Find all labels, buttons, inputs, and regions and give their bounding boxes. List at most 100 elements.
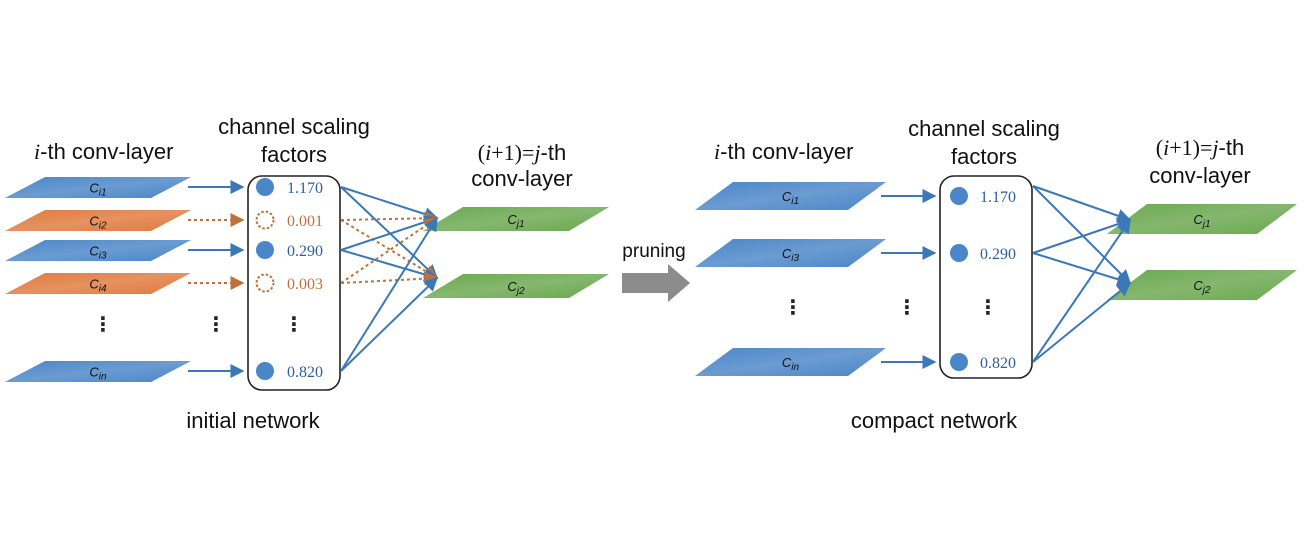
- left-channel-i1-label-sub: i1: [99, 188, 107, 199]
- factor-value: 0.290: [287, 243, 323, 260]
- left-scaling-header-line1: channel scaling: [218, 114, 370, 139]
- pruning-step: pruning: [622, 241, 690, 302]
- factor-circle-icon: [256, 241, 274, 259]
- right-next-channel-j1-label-main: C: [1193, 212, 1203, 227]
- left-channel-i2: Ci2: [5, 210, 191, 232]
- right-channel-i3-texture: [695, 239, 886, 267]
- left-channel-i2-label-main: C: [89, 214, 99, 229]
- factor-circle-icon: [256, 178, 274, 196]
- left-channel-i4: Ci4: [5, 273, 191, 295]
- left-scaling-header-line2: factors: [261, 142, 327, 167]
- right-scaling-factor-box: [939, 175, 1033, 379]
- left-link-4-1: [340, 277, 439, 372]
- right-factor-ellipsis: ⋮: [978, 297, 998, 319]
- left-link-3-0: [340, 217, 439, 284]
- left-arrow-ellipsis: ⋮: [206, 314, 226, 336]
- left-next-channel-j1: Cj1: [423, 207, 609, 231]
- left-channel-i1: Ci1: [5, 177, 191, 199]
- left-next-channel-j1-label-main: C: [507, 212, 517, 227]
- right-channel-in-label-main: C: [782, 355, 792, 370]
- right-scaling-header-line2: factors: [951, 144, 1017, 169]
- right-i-th-layer-header: i-th conv-layer: [714, 139, 853, 164]
- initial-network: i-th conv-layer channel scaling factors …: [5, 114, 609, 433]
- factor-value: 1.170: [980, 189, 1016, 206]
- left-channel-i3-label-sub: i3: [99, 251, 107, 262]
- left-channel-in: Cin: [5, 361, 191, 383]
- left-link-4-0: [340, 216, 438, 372]
- left-next-channel-j1-label: Cj1: [507, 212, 524, 230]
- right-link-2-0: [1032, 218, 1131, 363]
- scaling-factor-1: 0.001: [255, 210, 323, 230]
- left-channel-in-texture: [5, 361, 191, 382]
- left-next-layer-header-line2: conv-layer: [471, 166, 572, 191]
- right-channel-i1-texture: [695, 182, 886, 210]
- right-channel-i3-label-sub: i3: [791, 253, 799, 264]
- right-connections: [1032, 185, 1132, 363]
- left-channel-in-label-main: C: [89, 365, 99, 380]
- right-channel-ellipsis: ⋮: [783, 297, 803, 319]
- left-channel-in-label: Cin: [89, 365, 107, 383]
- left-next-channel-j2: Cj2: [423, 274, 609, 298]
- left-next-channel-j2-label-sub: j2: [515, 286, 525, 297]
- right-channel-i3-label-main: C: [782, 246, 792, 261]
- left-channel-i2-texture: [5, 210, 191, 231]
- scaling-factor-2: 0.820: [950, 353, 1016, 372]
- right-next-channel-j2-label: Cj2: [1193, 278, 1211, 296]
- scaling-factor-2: 0.290: [256, 241, 323, 260]
- right-next-channel-j1-texture: [1107, 204, 1297, 234]
- factor-circle-icon: [256, 362, 274, 380]
- left-link-0-1: [340, 186, 439, 279]
- left-link-1-1: [340, 219, 439, 279]
- right-link-2-1: [1032, 282, 1132, 363]
- right-scaling-factors: 1.170 0.290 0.820: [950, 187, 1016, 372]
- factor-value: 1.170: [287, 180, 323, 197]
- left-link-3-1: [340, 271, 439, 286]
- left-channel-i4-label-main: C: [89, 277, 99, 292]
- left-connections: [340, 186, 439, 372]
- left-next-channel-j1-label-sub: j1: [515, 219, 525, 230]
- right-next-layer-header-line2: conv-layer: [1149, 163, 1250, 188]
- right-arrow-icon: [622, 264, 690, 302]
- right-channel-i3-label: Ci3: [782, 246, 800, 264]
- factor-circle-icon: [950, 244, 968, 262]
- left-channel-i4-label-sub: i4: [99, 284, 107, 295]
- factor-circle-icon: [950, 187, 968, 205]
- left-channel-i3: Ci3: [5, 240, 191, 262]
- factor-circle-icon: [950, 353, 968, 371]
- right-link-1-1: [1032, 252, 1132, 286]
- compact-network-caption: compact network: [851, 408, 1018, 433]
- right-channel-i1-label-main: C: [782, 189, 792, 204]
- left-scaling-factor-box: [247, 175, 341, 391]
- left-channel-i3-label: Ci3: [89, 244, 107, 262]
- left-next-channel-j2-texture: [423, 274, 609, 298]
- right-next-channel-j1-label: Cj1: [1193, 212, 1210, 230]
- right-next-layer-header-line1: (i+1)=j-th: [1156, 135, 1244, 160]
- scaling-factor-0: 1.170: [950, 187, 1016, 206]
- factor-value: 0.820: [980, 355, 1016, 372]
- left-link-1-0: [340, 211, 439, 226]
- pruning-label: pruning: [622, 241, 685, 262]
- left-channel-i4-label: Ci4: [89, 277, 107, 295]
- factor-value: 0.290: [980, 246, 1016, 263]
- left-channel-i1-label: Ci1: [89, 181, 106, 199]
- factor-value: 0.820: [287, 364, 323, 381]
- left-channel-i1-texture: [5, 177, 191, 198]
- left-next-channel-j1-texture: [423, 207, 609, 231]
- initial-network-caption: initial network: [186, 408, 320, 433]
- left-factor-ellipsis: ⋮: [284, 314, 304, 336]
- right-channel-in-label-sub: in: [791, 362, 799, 373]
- scaling-factor-1: 0.290: [950, 244, 1016, 263]
- left-channel-in-label-sub: in: [99, 372, 107, 383]
- right-next-channel-j2-label-main: C: [1193, 278, 1203, 293]
- right-channel-in-label: Cin: [782, 355, 800, 373]
- left-channel-i4-texture: [5, 273, 191, 294]
- scaling-factor-0: 1.170: [256, 178, 323, 197]
- left-channel-i1-label-main: C: [89, 181, 99, 196]
- right-channel-in-texture: [695, 348, 886, 376]
- left-channel-i3-texture: [5, 240, 191, 261]
- left-link-0-0: [340, 186, 439, 221]
- left-link-2-0: [340, 215, 439, 251]
